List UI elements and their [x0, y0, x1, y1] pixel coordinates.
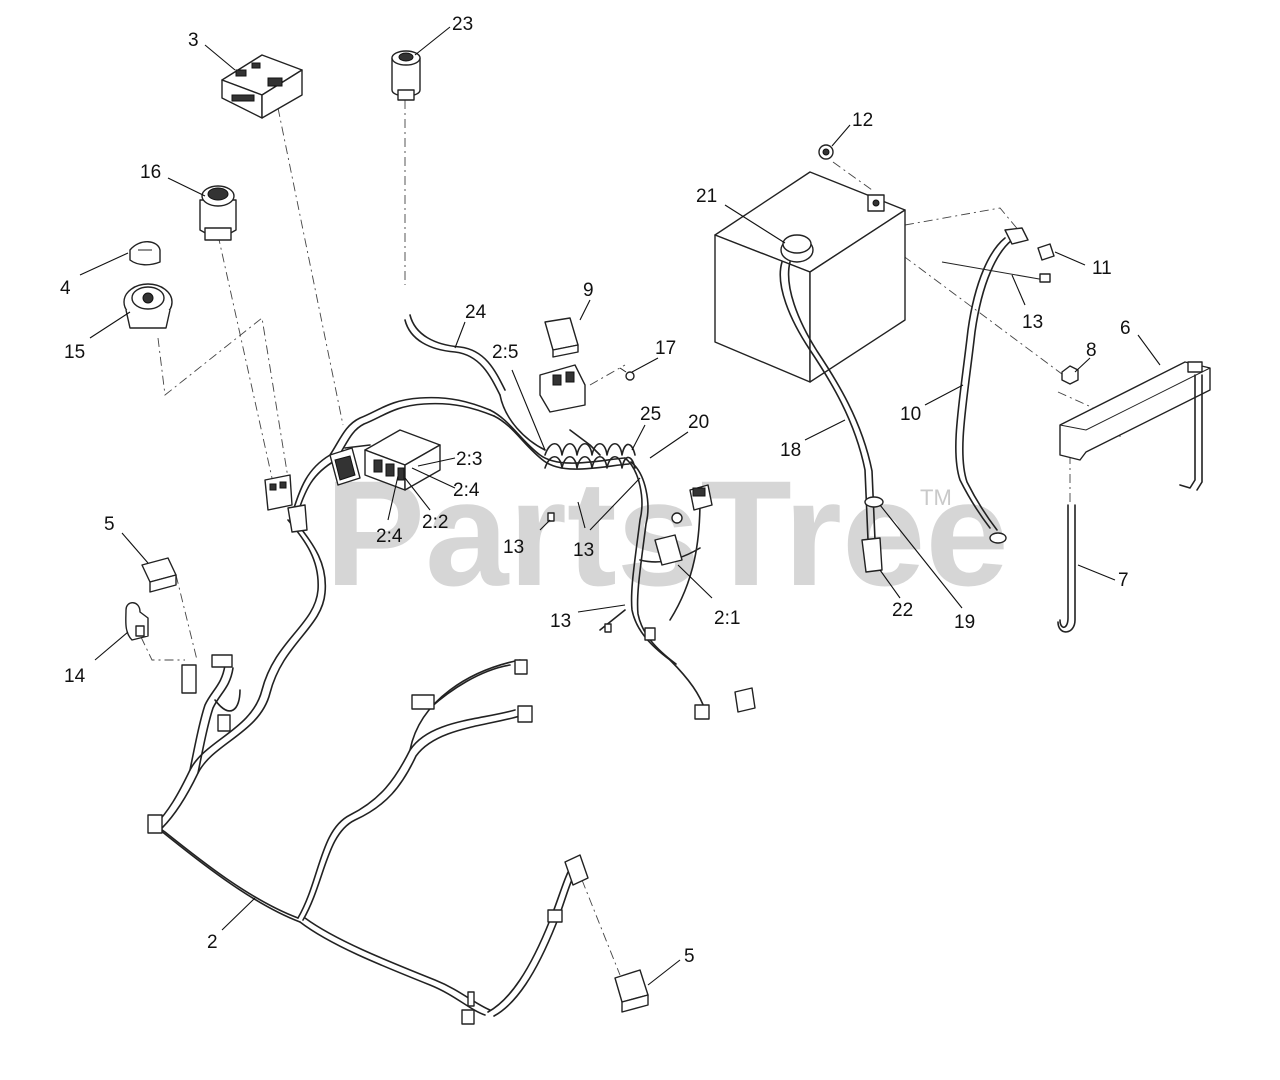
callout-2-5: 2:5 [492, 342, 518, 363]
watermark-text: PartsTree [325, 449, 1009, 617]
spiral-wrap-25 [544, 442, 636, 469]
callout-3: 3 [188, 30, 199, 51]
switch-23 [391, 50, 421, 101]
callout-14: 14 [64, 666, 86, 687]
callout-11: 11 [1092, 258, 1112, 279]
callout-13-mid: 13 [573, 540, 594, 561]
nut-12 [818, 144, 834, 160]
callout-5-lower: 5 [684, 946, 695, 967]
callout-2-3: 2:3 [456, 449, 482, 470]
connector-black [329, 447, 361, 486]
cable-tie-13 [941, 261, 1051, 283]
callout-8: 8 [1086, 340, 1097, 361]
callout-4: 4 [60, 278, 71, 299]
callout-15: 15 [64, 342, 85, 363]
callout-9: 9 [583, 280, 594, 301]
callout-16: 16 [140, 162, 161, 183]
watermark-trademark: TM [920, 485, 952, 510]
callout-24: 24 [465, 302, 487, 323]
key-4 [129, 241, 161, 266]
j-bolt-7 [1057, 504, 1076, 633]
callout-22: 22 [892, 600, 913, 621]
fuse-block [364, 429, 441, 491]
switch-16 [199, 185, 237, 241]
relay-9 [539, 317, 586, 413]
callout-13-left: 13 [503, 537, 524, 558]
ignition-switch-15 [123, 283, 173, 329]
main-wire-harness [154, 314, 706, 1017]
ring-terminal-19 [864, 496, 884, 508]
screw-17 [619, 367, 635, 381]
callout-21: 21 [696, 186, 717, 207]
callout-6: 6 [1120, 318, 1131, 339]
callout-19: 19 [954, 612, 975, 633]
callout-13-low: 13 [550, 611, 571, 632]
sensor-14 [125, 602, 149, 641]
callout-13-right: 13 [1022, 312, 1043, 333]
battery-21 [714, 171, 906, 383]
callout-2-4-lower: 2:4 [376, 526, 403, 547]
callout-2-2: 2:2 [422, 512, 448, 533]
callout-2: 2 [207, 932, 218, 953]
connector-5-upper [141, 557, 177, 593]
callout-18: 18 [780, 440, 801, 461]
cable-18 [779, 261, 883, 573]
connector-left [264, 474, 308, 533]
callout-12: 12 [852, 110, 873, 131]
callout-23: 23 [452, 14, 473, 35]
bolt-11 [1037, 243, 1055, 261]
connector-2-1 [654, 484, 713, 566]
harness-connectors [147, 512, 756, 1025]
callout-10: 10 [900, 404, 921, 425]
connector-5-lower [614, 969, 649, 1013]
callout-20: 20 [688, 412, 709, 433]
leader-lines [79, 26, 1161, 986]
display-module [221, 54, 303, 119]
callout-25: 25 [640, 404, 661, 425]
bracket-6 [1059, 361, 1211, 491]
callout-5-upper: 5 [104, 514, 115, 535]
callout-2-1: 2:1 [714, 608, 740, 629]
wing-nut-8 [1061, 365, 1079, 385]
callout-2-4-upper: 2:4 [453, 480, 480, 501]
callout-17: 17 [655, 338, 676, 359]
callout-labels: 3 23 16 4 15 24 9 17 2:5 25 20 2:3 2:4 2… [60, 14, 1131, 967]
callout-7: 7 [1118, 570, 1129, 591]
